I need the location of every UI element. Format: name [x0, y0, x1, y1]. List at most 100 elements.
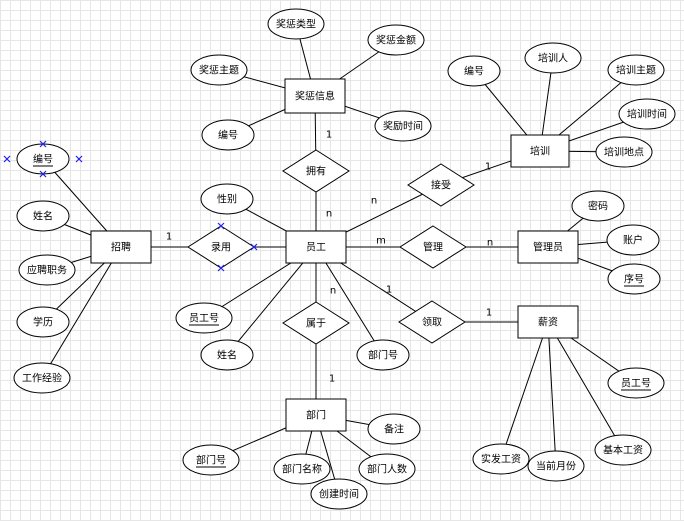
attribute-c_name[interactable]: 姓名 [16, 200, 70, 232]
attribute-label: 培训时间 [627, 108, 667, 121]
attribute-c_job[interactable]: 应聘职务 [18, 254, 76, 286]
relationship-receive[interactable]: 领取 [398, 300, 466, 344]
attribute-label: 培训地点 [604, 146, 644, 159]
attribute-s_actual[interactable]: 实发工资 [472, 443, 530, 475]
attribute-r_time[interactable]: 奖励时间 [374, 110, 432, 142]
attribute-a_acct[interactable]: 账户 [606, 224, 660, 256]
connector-employee-e_name [226, 246, 317, 356]
attribute-c_edu[interactable]: 学历 [16, 306, 70, 338]
attribute-ellipse [356, 339, 410, 371]
relationship-label: 拥有 [306, 165, 326, 178]
attribute-d_count[interactable]: 部门人数 [358, 453, 416, 485]
attribute-e_no[interactable]: 员工号 [175, 302, 233, 334]
attribute-ellipse [571, 190, 625, 222]
attribute-ellipse [13, 362, 71, 394]
relationship-hire[interactable]: 录用 [187, 225, 255, 269]
entity-dept[interactable]: 部门 [285, 398, 347, 432]
connector-employee-e_dept [315, 246, 384, 356]
attribute-t_place[interactable]: 培训地点 [595, 136, 653, 168]
attribute-a_pwd[interactable]: 密码 [571, 190, 625, 222]
attribute-ellipse [367, 24, 425, 56]
selection-handle-bottom[interactable] [39, 170, 47, 178]
entity-label: 部门 [306, 409, 326, 422]
selection-handle-right[interactable] [250, 243, 258, 251]
attribute-e_dept[interactable]: 部门号 [356, 339, 410, 371]
attribute-label: 奖惩类型 [276, 18, 316, 31]
entity-rect [90, 230, 152, 264]
attribute-t_no[interactable]: 编号 [447, 55, 501, 87]
attribute-a_no[interactable]: 序号 [607, 263, 661, 295]
attribute-label: 实发工资 [481, 453, 521, 466]
entity-label: 招聘 [111, 241, 131, 254]
cardinality-belong_n: n [330, 286, 336, 297]
attribute-label: 奖惩金额 [376, 34, 416, 47]
entity-admin[interactable]: 管理员 [517, 230, 579, 264]
attribute-e_gender[interactable]: 性别 [200, 183, 254, 215]
relationship-accept[interactable]: 接受 [407, 163, 475, 207]
attribute-d_no[interactable]: 部门号 [182, 444, 240, 476]
relationship-belong[interactable]: 属于 [282, 301, 350, 345]
attribute-ellipse [200, 339, 254, 371]
entity-label: 管理员 [533, 241, 563, 254]
cardinality-own_n: n [326, 209, 332, 220]
attribute-c_exp[interactable]: 工作经验 [13, 362, 71, 394]
selection-handle-left[interactable] [3, 155, 11, 163]
handle-stroke [39, 140, 47, 148]
attribute-label: 账户 [623, 234, 643, 247]
entity-rect [284, 78, 346, 114]
attribute-r_no[interactable]: 编号 [201, 119, 255, 151]
selection-handle-top[interactable] [39, 140, 47, 148]
attribute-label: 部门人数 [367, 463, 407, 476]
attribute-r_type[interactable]: 奖惩类型 [267, 8, 325, 40]
attribute-label: 备注 [384, 423, 404, 436]
attribute-s_base[interactable]: 基本工资 [594, 434, 652, 466]
attribute-label: 姓名 [33, 210, 53, 223]
entity-rect [285, 230, 347, 264]
entity-label: 培训 [530, 145, 550, 158]
attribute-d_note[interactable]: 备注 [367, 413, 421, 445]
entity-training[interactable]: 培训 [510, 134, 570, 168]
attribute-t_trainer[interactable]: 培训人 [524, 42, 582, 74]
attribute-label: 姓名 [217, 349, 237, 362]
selection-handle-bottom[interactable] [217, 264, 225, 272]
attribute-ellipse [200, 183, 254, 215]
attribute-d_name[interactable]: 部门名称 [273, 453, 331, 485]
attribute-c_no[interactable]: 编号 [16, 143, 70, 175]
attribute-r_topic[interactable]: 奖惩主题 [190, 54, 248, 86]
attribute-ellipse [524, 42, 582, 74]
attribute-label: 基本工资 [603, 444, 643, 457]
attribute-d_created[interactable]: 创建时间 [310, 478, 368, 510]
entity-label: 员工 [306, 242, 326, 254]
handle-stroke [39, 170, 47, 178]
attribute-s_month[interactable]: 当前月份 [527, 450, 585, 482]
attribute-label: 创建时间 [319, 488, 359, 501]
attribute-ellipse [358, 453, 416, 485]
attribute-ellipse [607, 263, 661, 295]
attribute-r_amount[interactable]: 奖惩金额 [367, 24, 425, 56]
entity-salary[interactable]: 薪资 [517, 305, 579, 339]
entity-employee[interactable]: 员工 [285, 230, 347, 264]
attribute-ellipse [201, 119, 255, 151]
attribute-t_topic[interactable]: 培训主题 [607, 54, 665, 86]
connector-salary-s_month [547, 321, 557, 467]
attribute-ellipse [367, 413, 421, 445]
selection-handle-top[interactable] [217, 222, 225, 230]
attribute-label: 奖励时间 [383, 120, 423, 133]
attribute-label: 员工号 [189, 313, 219, 325]
relationship-manage[interactable]: 管理 [399, 225, 467, 269]
entity-recruit[interactable]: 招聘 [90, 230, 152, 264]
attribute-e_name[interactable]: 姓名 [200, 339, 254, 371]
attribute-ellipse [18, 254, 76, 286]
attribute-s_eno[interactable]: 员工号 [607, 367, 665, 399]
cardinality-manage_n: n [487, 238, 493, 249]
selection-handle-right[interactable] [75, 155, 83, 163]
attribute-label: 编号 [464, 65, 484, 78]
entity-reward[interactable]: 奖惩信息 [284, 78, 346, 114]
cardinality-receive_r: 1 [486, 308, 492, 319]
entity-rect [285, 398, 347, 432]
relationship-diamond [282, 149, 350, 193]
relationship-own[interactable]: 拥有 [282, 149, 350, 193]
attribute-ellipse [606, 224, 660, 256]
attribute-t_time[interactable]: 培训时间 [618, 98, 676, 130]
handle-stroke [217, 264, 225, 272]
